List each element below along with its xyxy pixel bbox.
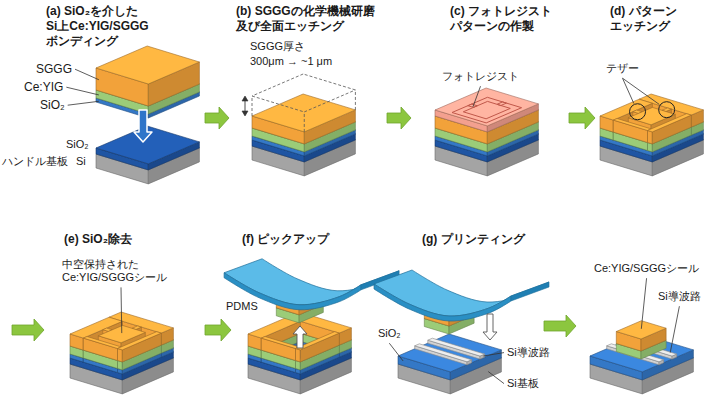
layer-face: [415, 346, 467, 365]
leader-line: [473, 86, 481, 107]
step-heading: (e) SiO₂除去: [64, 230, 194, 247]
layer-label: SiO₂: [378, 327, 401, 340]
dimension-label: SGGG厚さ: [250, 40, 305, 53]
layer-label: SiO₂: [66, 138, 89, 151]
layer-face: [616, 321, 666, 339]
bonding-scene: [96, 46, 199, 184]
process-arrow: [12, 319, 44, 341]
dimension-label: 300μm → ~1 μm: [250, 55, 332, 68]
thickness-arrowhead: [242, 96, 248, 101]
pdms-stamp: [374, 270, 549, 316]
resist-pattern: [463, 101, 510, 118]
layer-face: [118, 349, 123, 362]
step-heading: (a) SiO₂を介した Si上Ce:YIG/SGGG ボンディング: [46, 2, 176, 49]
layer-face: [296, 349, 301, 362]
step-heading: (d) パターン エッチング: [610, 2, 706, 34]
pickup-scene: [224, 259, 399, 394]
step-panel: (c) フォトレジスト パターンの作製: [408, 2, 566, 180]
leader-line: [641, 278, 646, 329]
leader-line: [75, 69, 99, 80]
layer-face: [96, 46, 199, 84]
thickness-arrowhead: [242, 111, 248, 116]
part-label: テザー: [606, 62, 639, 75]
process-arrow: [544, 315, 576, 337]
step-arrows: [12, 315, 576, 341]
layer-face: [398, 334, 501, 372]
part-label: PDMS: [226, 300, 258, 313]
part-label: ハンドル基板: [2, 155, 68, 168]
leader-line: [68, 101, 99, 105]
step-panel: (f) ピックアップ: [228, 230, 380, 402]
lift-arrow: [293, 326, 307, 348]
leader-line: [66, 87, 98, 95]
layer-face: [648, 114, 692, 132]
leader-line: [623, 78, 660, 104]
layer-label: Si: [76, 155, 86, 168]
leader-line: [483, 353, 504, 356]
leader-line: [488, 372, 504, 384]
layer-label: SGGG: [36, 62, 72, 76]
layer-face: [252, 94, 355, 132]
step-heading: (c) フォトレジスト パターンの作製: [450, 2, 564, 34]
part-label: Ce:YIG/SGGGシール: [594, 262, 699, 275]
layer-face: [261, 337, 299, 349]
etch-scene: [600, 94, 703, 176]
layer-face: [83, 337, 121, 349]
removed-outline: [252, 74, 355, 132]
step-panel: (g) プリンティング: [382, 230, 708, 402]
part-label: Si導波路: [507, 346, 550, 359]
process-arrow: [205, 107, 229, 129]
pdms-stamp-end: [511, 282, 549, 301]
process-arrow: [205, 319, 231, 341]
leader-lines: [66, 69, 679, 383]
tether-circle: [630, 104, 646, 120]
polish-scene: [242, 74, 355, 176]
printing-scene: [374, 270, 693, 394]
step-heading: (b) SGGGの化学機械研磨 及び全面エッチング: [236, 2, 384, 34]
resist-pattern: [497, 102, 506, 106]
layer-label: SiO₂: [40, 98, 65, 112]
print-arrow: [483, 314, 497, 340]
layer-face: [613, 119, 651, 131]
part-label: 中空保持された Ce:YIG/SGGGシール: [62, 258, 180, 284]
step-panel: (d) パターン エッチング: [592, 2, 708, 180]
part-label: Si導波路: [658, 290, 701, 303]
thickness-arrow: [245, 100, 246, 112]
step-heading: (g) プリンティング: [422, 230, 622, 247]
step-panel: (e) SiO₂除去: [50, 230, 202, 402]
process-arrow: [387, 107, 411, 129]
layer-face: [118, 332, 162, 350]
resist-scene: [435, 88, 538, 176]
leader-line: [389, 343, 403, 361]
layer-face: [648, 131, 653, 144]
process-arrow: [569, 107, 595, 129]
layer-face: [415, 344, 472, 362]
pdms-stamp: [224, 259, 399, 305]
step-heading: (f) ピックアップ: [242, 230, 372, 247]
part-label: Si基板: [507, 377, 539, 390]
resist-pattern: [452, 97, 522, 123]
layer-label: Ce:YIG: [24, 80, 63, 94]
bonding-arrow: [134, 110, 152, 142]
tether-circle: [659, 102, 675, 118]
leader-line: [623, 78, 634, 103]
part-label: フォトレジスト: [442, 70, 519, 83]
leader-line: [121, 287, 123, 333]
layer-face: [435, 88, 538, 126]
step-panel: (b) SGGGの化学機械研磨 及び全面エッチング: [226, 2, 384, 180]
resist-pattern: [468, 104, 478, 107]
leader-line: [670, 306, 679, 352]
